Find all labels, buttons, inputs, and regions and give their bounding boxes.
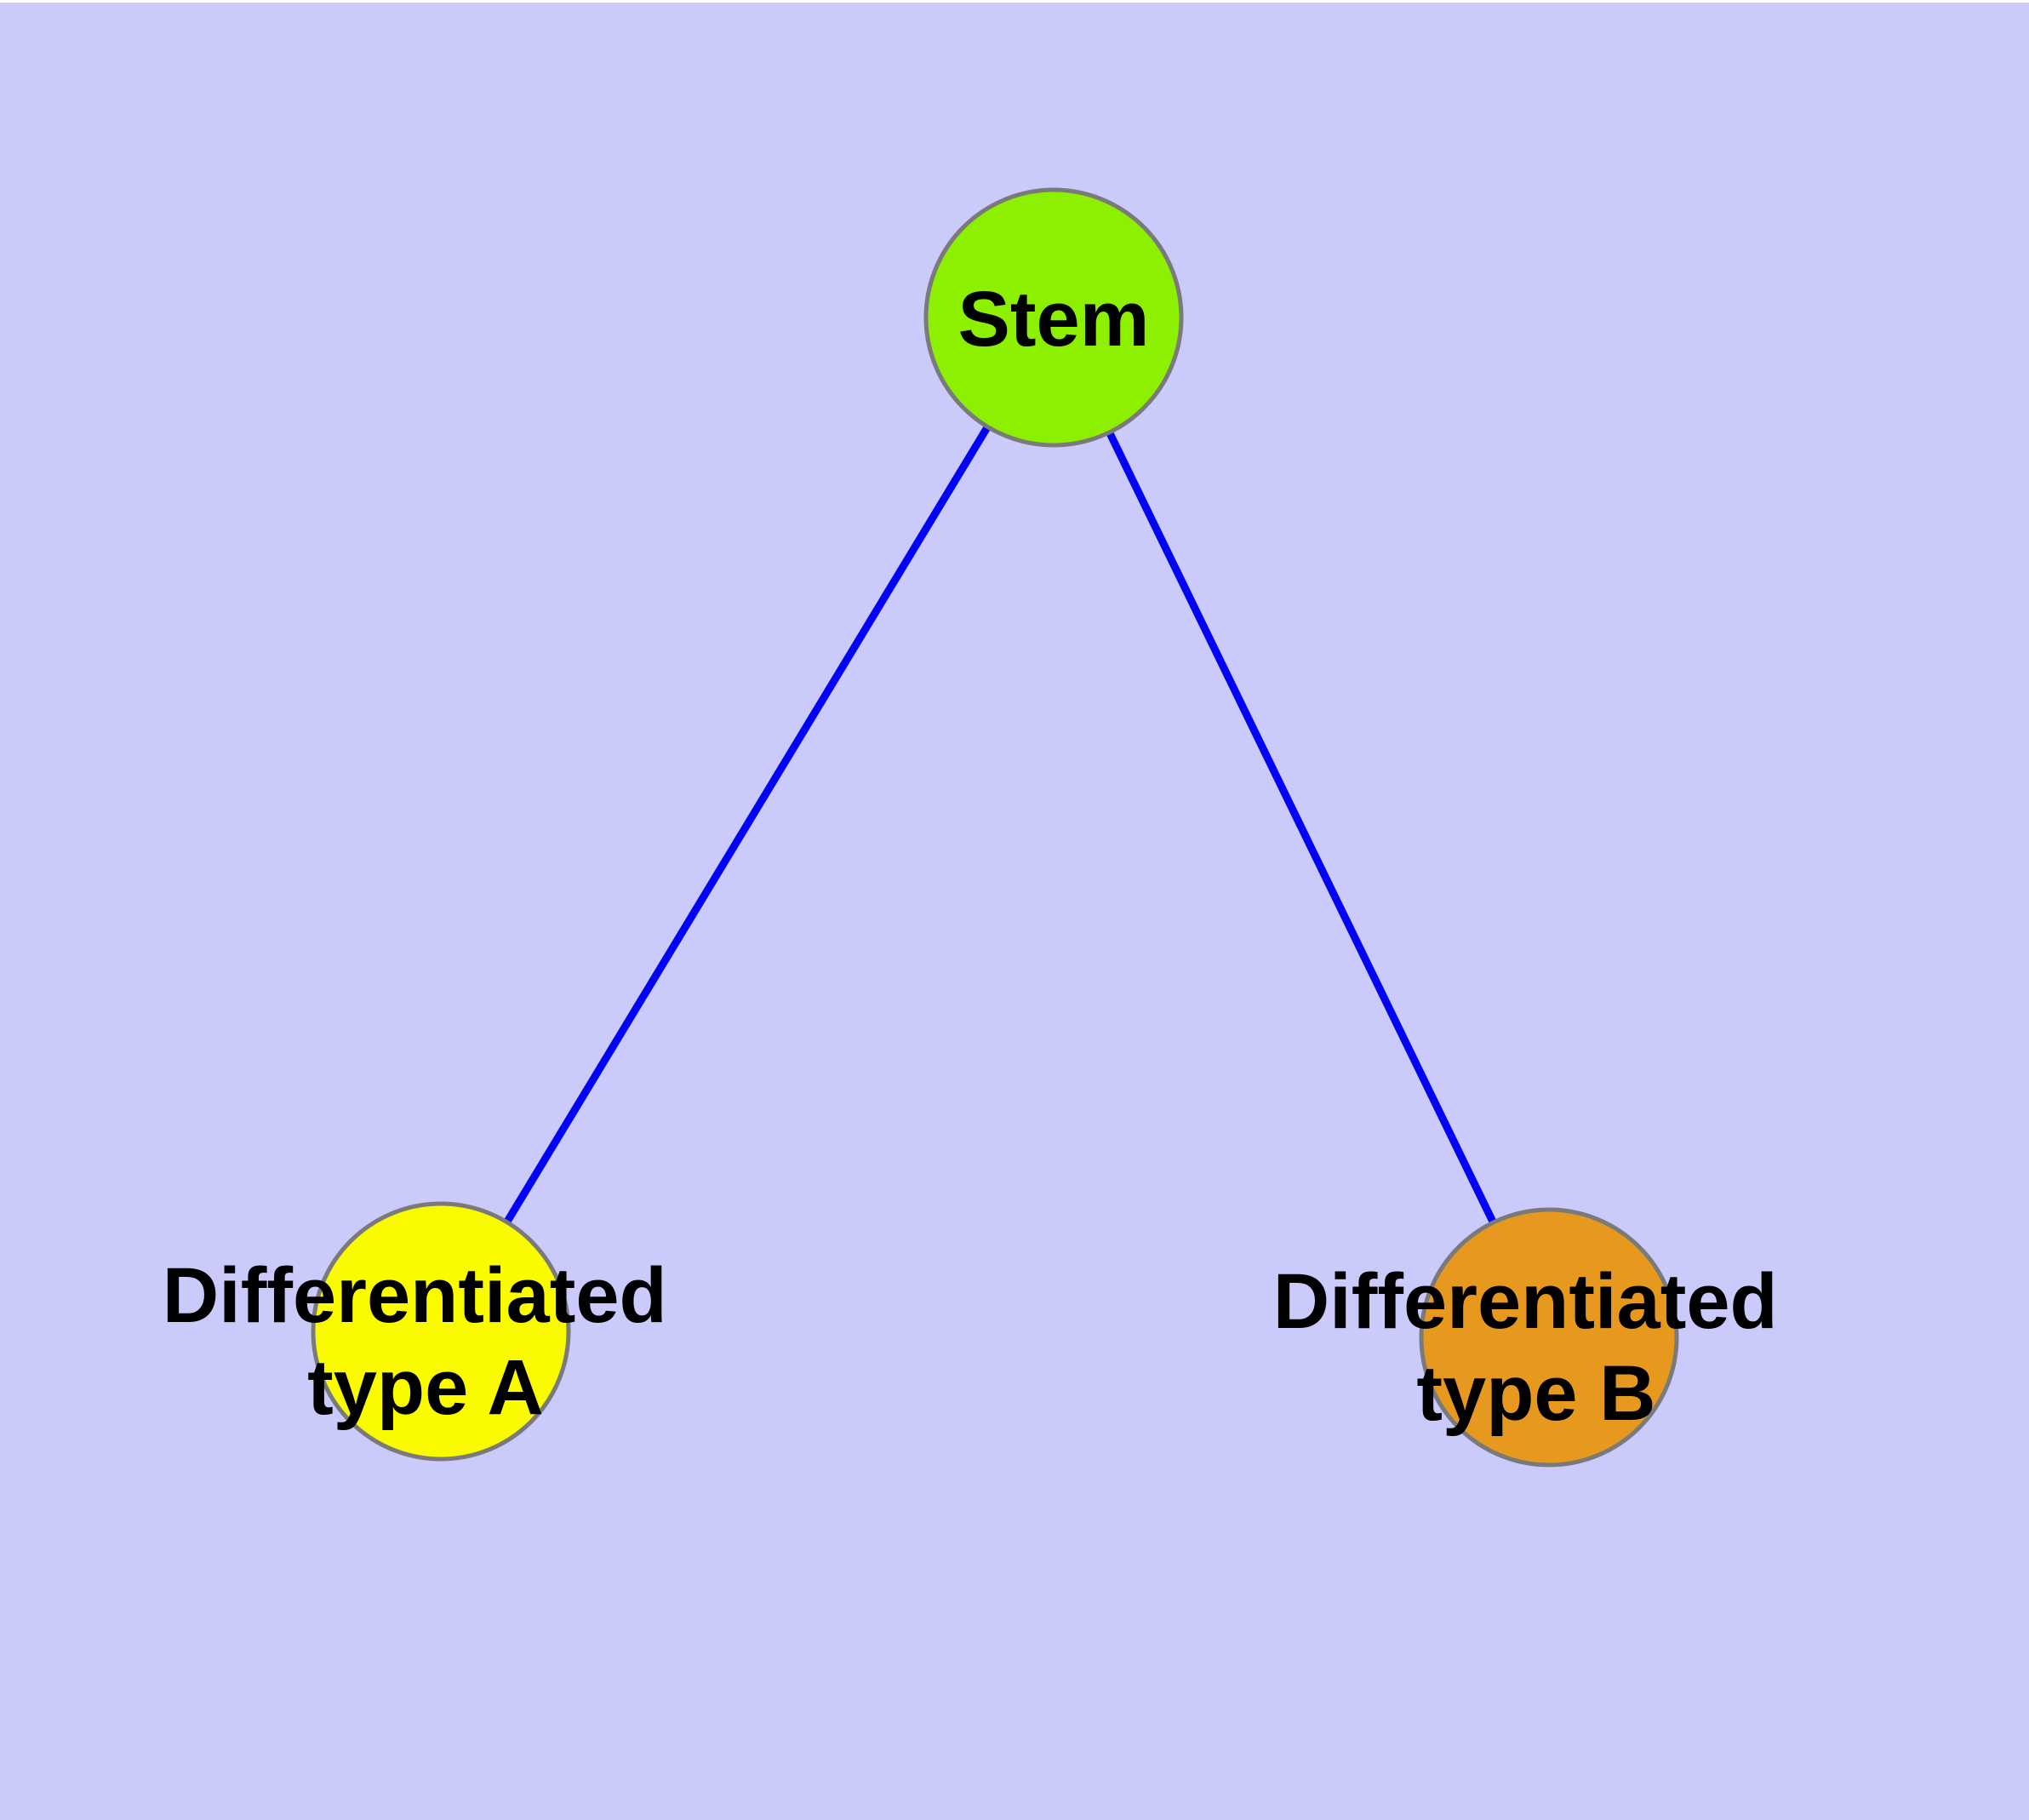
- node-type-b-label-line2: type B: [1416, 1350, 1655, 1437]
- node-type-b-label: Differentiated type B: [1273, 1258, 1800, 1437]
- node-stem: [923, 187, 1184, 448]
- node-type-a-label-line2: type A: [307, 1344, 544, 1431]
- node-type-a-label: Differentiated type A: [163, 1252, 689, 1431]
- edge-stem-to-type-b: [1049, 316, 1553, 1339]
- node-type-b-label-line1: Differentiated: [1273, 1258, 1778, 1345]
- edge-stem-to-type-a: [437, 315, 1057, 1334]
- node-type-a-label-line1: Differentiated: [163, 1252, 667, 1339]
- node-stem-label: Stem: [958, 276, 1150, 363]
- node-differentiated-type-b: [1419, 1207, 1679, 1468]
- node-differentiated-type-a: [311, 1201, 571, 1462]
